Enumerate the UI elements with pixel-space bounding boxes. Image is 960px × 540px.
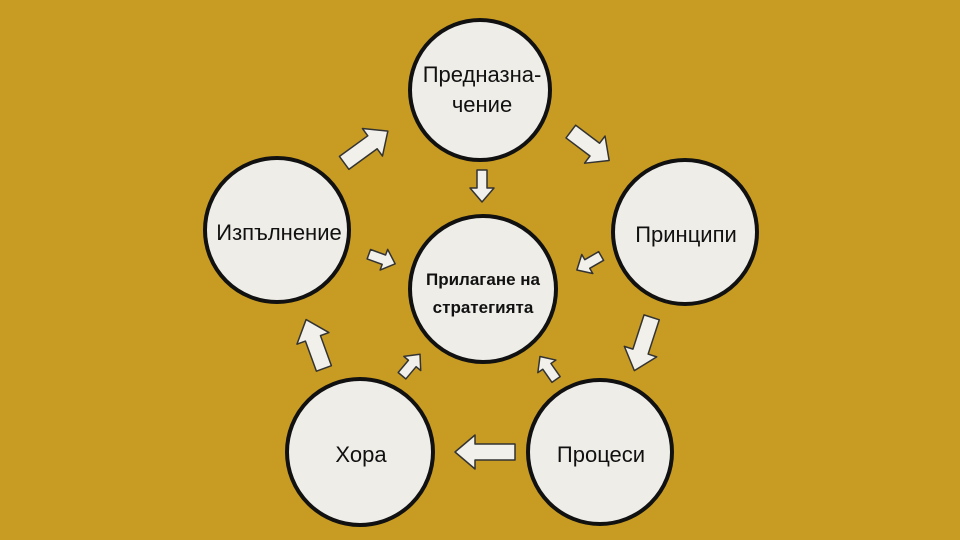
node-purpose-label-line1: Предназна- [423, 62, 542, 87]
node-execution: Изпълнение [203, 156, 351, 304]
arrow-principles-to-center [576, 250, 605, 275]
arrow-principles-to-processes [623, 314, 661, 372]
arrow-purpose-to-principles [565, 124, 610, 164]
arrow-people-to-execution [296, 318, 333, 372]
arrow-processes-to-center [537, 355, 561, 384]
node-purpose-label-line2: чение [452, 92, 512, 117]
center-label-line1: Прилагане на [426, 270, 541, 289]
node-processes: Процеси [526, 378, 674, 526]
node-execution-label: Изпълнение [216, 220, 341, 245]
arrow-execution-to-center [366, 248, 396, 271]
arrow-purpose-to-center [469, 169, 495, 203]
node-processes-label: Процеси [557, 442, 645, 467]
node-people: Хора [285, 377, 435, 527]
center-node: Прилагане на стратегията [408, 214, 558, 364]
node-purpose: Предназна- чение [408, 18, 552, 162]
node-principles: Принципи [611, 158, 759, 306]
arrow-processes-to-people [454, 434, 516, 470]
node-people-label: Хора [335, 442, 387, 467]
arrow-execution-to-purpose [338, 127, 389, 171]
node-principles-label: Принципи [635, 222, 737, 247]
center-label-line2: стратегията [433, 298, 534, 317]
arrow-people-to-center [397, 353, 422, 380]
